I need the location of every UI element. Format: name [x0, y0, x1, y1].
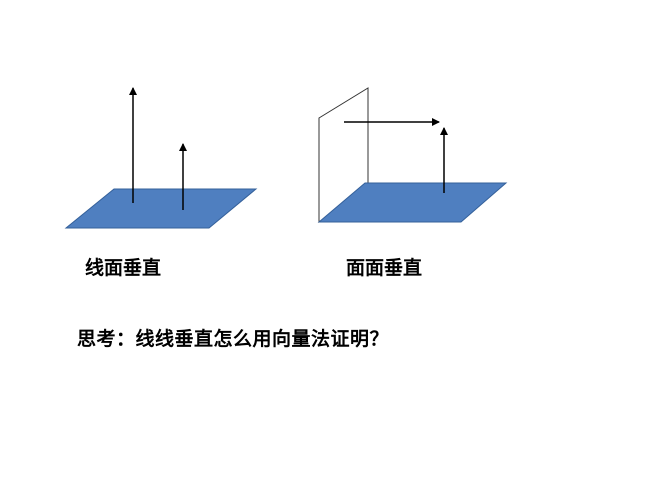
horizontal-plane-left: [64, 188, 258, 229]
line-plane-figure: [64, 87, 258, 229]
caption-plane-plane: 面面垂直: [346, 257, 423, 279]
horizontal-plane-right: [317, 182, 508, 223]
caption-line-plane: 线面垂直: [85, 257, 162, 279]
plane-plane-figure: [317, 87, 508, 223]
question-text: 思考：线线垂直怎么用向量法证明？: [77, 328, 390, 350]
